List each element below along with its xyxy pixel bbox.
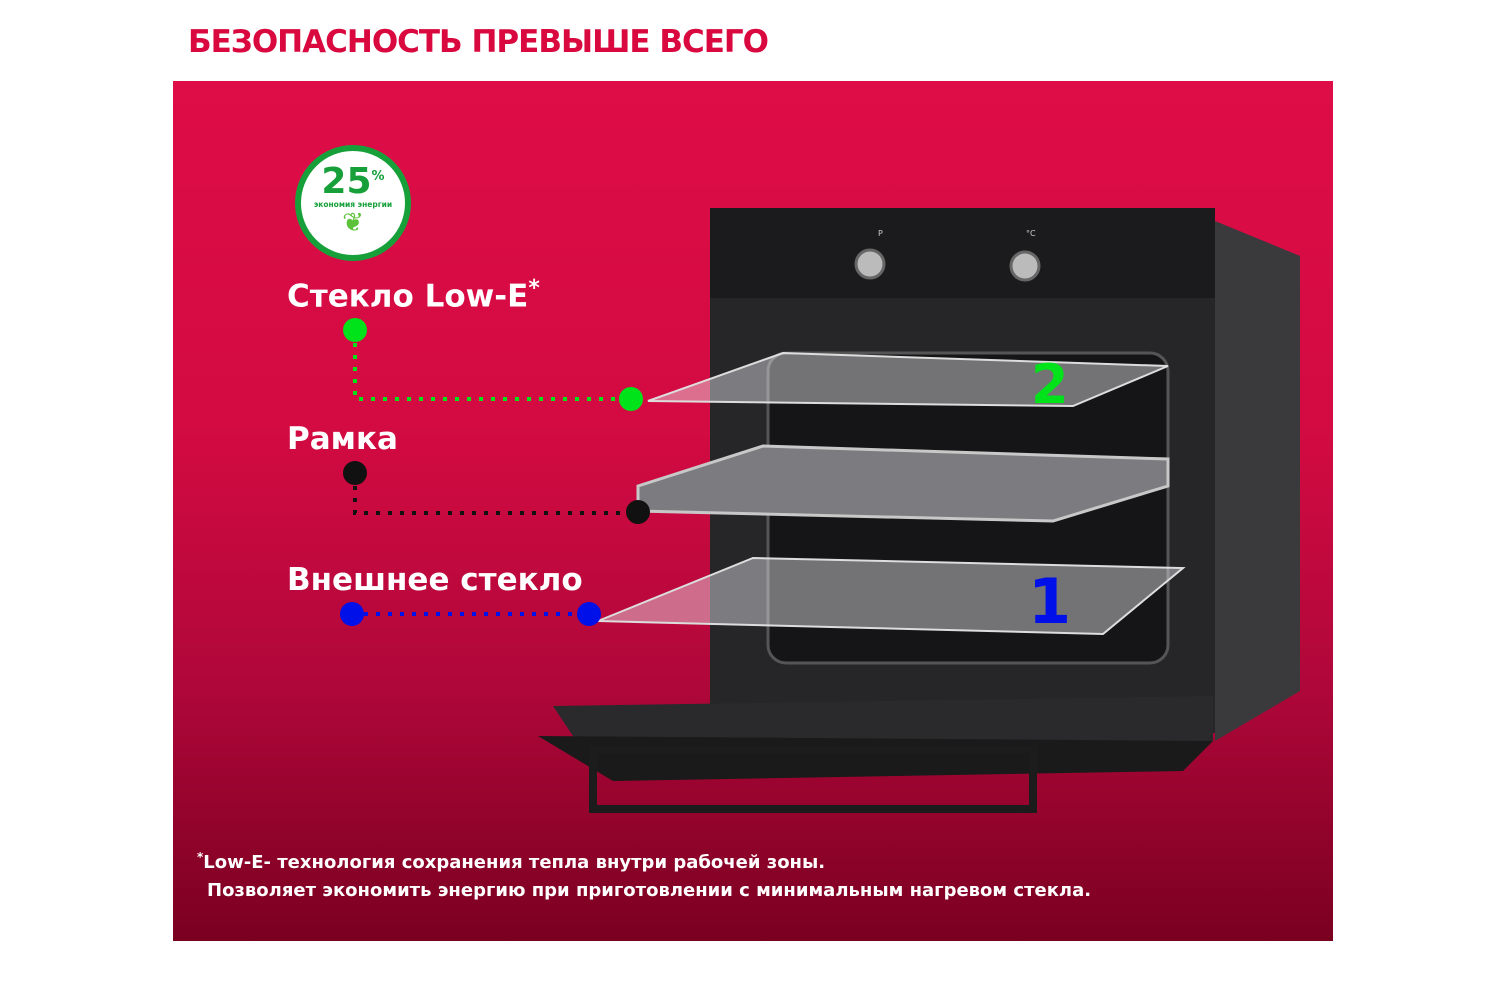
footnote: *Low-E- технология сохранения тепла внут… — [197, 843, 1091, 905]
knob-temperature — [1009, 250, 1041, 282]
knob-mode — [854, 248, 886, 280]
control-panel — [710, 208, 1215, 298]
glass-number-1: 1 — [1028, 565, 1071, 638]
label-frame: Рамка — [287, 421, 398, 457]
footnote-line-1: Low-E- технология сохранения тепла внутр… — [203, 852, 826, 873]
leaf-icon: ❦ — [342, 208, 364, 238]
footnote-line-2: Позволяет экономить энергию при приготов… — [207, 880, 1092, 901]
low-e-connector — [353, 331, 631, 401]
label-low-e: Стекло Low-E* — [287, 276, 540, 315]
oven-door — [553, 696, 1213, 751]
knob-mode-label: P — [878, 229, 883, 238]
frame-target-dot — [626, 500, 650, 524]
glass-panel-1 — [597, 556, 1186, 636]
oven-illustration: P °C 2 1 — [340, 208, 1300, 813]
outer-glass-dot — [340, 602, 364, 626]
label-outer-glass: Внешнее стекло — [287, 562, 583, 598]
energy-saving-badge: 25% экономия энергии ❦ — [295, 145, 411, 261]
frame-dot — [343, 461, 367, 485]
frame-connector — [353, 474, 638, 515]
low-e-dot — [343, 318, 367, 342]
oven-side — [1215, 221, 1300, 741]
infographic-panel: P °C 2 1 25% экономия энергии ❦ Стекло L… — [173, 81, 1333, 941]
badge-value: 25 — [321, 161, 372, 202]
knob-temp-label: °C — [1026, 229, 1036, 238]
outer-glass-target-dot — [577, 602, 601, 626]
glass-panel-2 — [647, 351, 1169, 408]
door-handle — [589, 745, 1037, 813]
badge-unit: % — [371, 169, 385, 184]
low-e-target-dot — [619, 387, 643, 411]
page-title: БЕЗОПАСНОСТЬ ПРЕВЫШЕ ВСЕГО — [188, 24, 769, 60]
glass-number-2: 2 — [1031, 353, 1069, 416]
badge-caption: экономия энергии — [313, 200, 393, 209]
